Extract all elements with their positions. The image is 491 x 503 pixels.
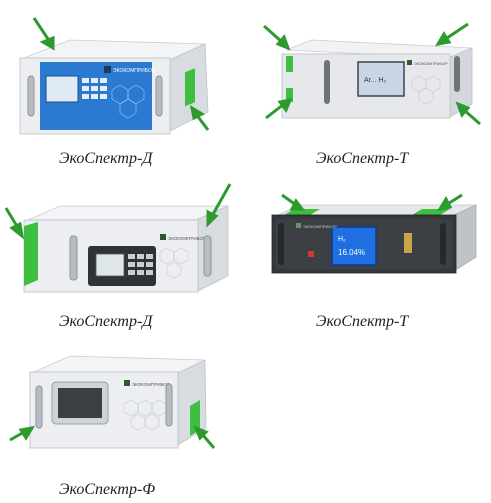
svg-text:ЭКОКОМПРИБОР: ЭКОКОМПРИБОР (132, 382, 170, 387)
green-arrow-icon (206, 183, 232, 228)
product-ecospectr-d-2: ЭКОКОМПРИБОР (4, 183, 232, 293)
green-arrow-icon (32, 17, 55, 51)
green-arrow-icon (193, 425, 216, 449)
green-arrow-icon (189, 104, 210, 131)
svg-text:ЭКОКОМПРИБОР: ЭКОКОМПРИБОР (113, 68, 156, 74)
product-ecospectr-t-2: H₂ 16.04% ЭКОКОМПРИБОР (271, 193, 477, 274)
green-arrow-icon (435, 22, 469, 47)
caption-ecospectr-t-1: ЭкоСпектр-Т (316, 150, 409, 167)
green-arrow-icon (9, 425, 35, 442)
green-arrow-icon (4, 207, 25, 240)
green-arrow-icon (455, 101, 481, 126)
caption-ecospectr-d-1: ЭкоСпектр-Д (59, 150, 153, 167)
svg-text:ЭКОКОМПРИБОР: ЭКОКОМПРИБОР (303, 224, 337, 229)
caption-ecospectr-f: ЭкоСпектр-Ф (59, 481, 156, 498)
product-ecospectr-d-1: ЭКОКОМПРИБОР (19, 17, 210, 135)
caption-ecospectr-d-2: ЭкоСпектр-Д (59, 313, 153, 330)
green-arrow-icon (263, 24, 291, 51)
svg-text:H₂: H₂ (338, 236, 346, 243)
green-arrow-icon (265, 97, 293, 120)
green-arrow-icon (436, 193, 463, 212)
svg-text:ЭКОКОМПРИБОР: ЭКОКОМПРИБОР (168, 236, 206, 241)
svg-text:ЭКОКОМПРИБОР: ЭКОКОМПРИБОР (414, 61, 448, 66)
svg-text:16.04%: 16.04% (338, 248, 365, 257)
green-arrow-icon (281, 193, 305, 211)
product-ecospectr-f: ЭКОКОМПРИБОР (9, 355, 216, 449)
product-ecospectr-t-1: Ar... H₂ ЭКОКОМПРИБОР (263, 22, 481, 126)
svg-text:Ar... H₂: Ar... H₂ (364, 77, 386, 84)
caption-ecospectr-t-2: ЭкоСпектр-Т (316, 313, 409, 330)
